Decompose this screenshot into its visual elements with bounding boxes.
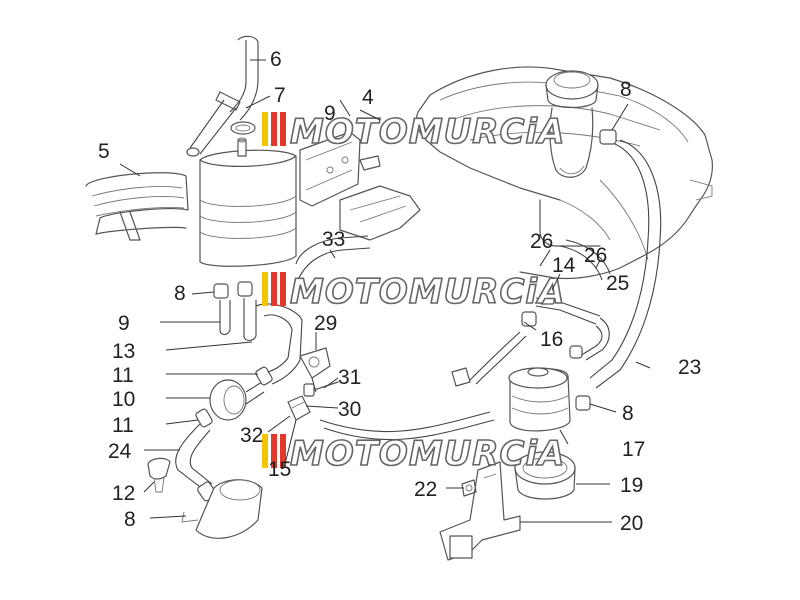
callout-4: 4 [362,86,374,109]
callout-7: 7 [274,84,286,107]
callout-9: 9 [118,312,130,335]
hose-14 [521,293,610,361]
callout-19: 19 [620,474,643,497]
carbon-canister [199,137,297,267]
callout-8-right: 8 [622,402,634,425]
callout-8-left: 8 [174,282,186,305]
callout-26-left: 26 [530,230,553,253]
strap-5 [85,172,189,241]
filler-cap [545,70,599,178]
callout-numbers: 6 7 9 4 8 5 33 26 26 14 25 8 9 13 29 16 … [98,48,701,535]
leader-lines [119,59,651,523]
watermark-bar-red2 [280,112,286,146]
callout-33: 33 [322,228,345,251]
callout-23: 23 [678,356,701,379]
breather-hose-6 [186,35,259,157]
callout-5: 5 [98,140,110,163]
watermark-bottom: MOTOMURCiA [262,433,565,475]
watermark-text: MOTOMURCiA [290,272,565,312]
hoses-9-13 [219,298,303,361]
callout-31: 31 [338,366,361,389]
callout-20: 20 [620,512,643,535]
fuel-pump-17 [508,367,571,432]
callout-14: 14 [552,254,576,277]
hose-23 [569,129,662,411]
bracket-20 [439,461,521,561]
callout-22: 22 [414,478,437,501]
bracket-30 [287,395,311,421]
callout-13: 13 [112,340,135,363]
callout-16: 16 [540,328,563,351]
clamp-19 [514,451,576,500]
callout-25: 25 [606,272,629,295]
callout-11-bottom: 11 [112,414,134,437]
bolt-31 [303,381,339,397]
hose-33 [295,235,371,281]
clip-12 [147,457,171,493]
bolt-22 [461,479,477,497]
callout-10: 10 [112,388,135,411]
callout-26-right: 26 [584,244,607,267]
callout-11-top: 11 [112,364,134,387]
clamp-7 [230,121,256,135]
tank-bracket [299,131,421,241]
callout-12: 12 [112,482,135,505]
intake-fitting [181,479,263,539]
watermark-top: MOTOMURCiA [262,111,565,153]
watermark-text: MOTOMURCiA [290,112,565,152]
callout-6: 6 [270,48,282,71]
hose-25-26 [559,239,611,281]
watermark-text: MOTOMURCiA [290,434,565,474]
watermark-bar-yellow [262,112,268,146]
callout-29: 29 [314,312,337,335]
callout-17: 17 [622,438,645,461]
callout-30: 30 [338,398,361,421]
hose-24 [175,423,217,502]
watermark-middle: MOTOMURCiA [262,271,565,313]
hose-16 [451,331,527,387]
watermark-bar-red [271,112,277,146]
valve-10 [195,366,273,428]
callout-24: 24 [108,440,132,463]
callout-32: 32 [240,424,263,447]
callout-9-top: 9 [324,102,336,125]
callout-15: 15 [268,458,291,481]
clamps-8-left [213,281,253,299]
callout-8-bottom: 8 [124,508,136,531]
callout-8-top-right: 8 [620,78,632,101]
